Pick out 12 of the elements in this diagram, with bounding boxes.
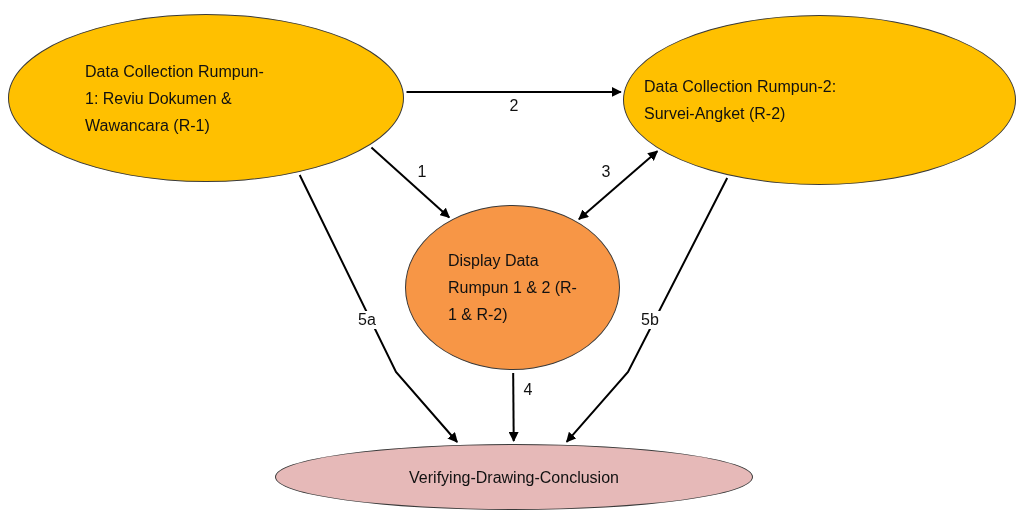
node-label: Verifying-Drawing-Conclusion	[409, 467, 619, 488]
arrow	[508, 372, 519, 442]
arrow	[370, 146, 451, 219]
arrow	[565, 177, 729, 443]
edge-label: 5a	[356, 311, 378, 329]
arrow	[577, 150, 659, 221]
arrow	[405, 86, 622, 97]
arrow	[298, 173, 459, 443]
node-label: Display Data Rumpun 1 & 2 (R-1 & R-2)	[448, 251, 578, 325]
edge-label: 5b	[639, 311, 661, 329]
node-label: Data Collection Rumpun-1: Reviu Dokumen & Wawancara (R-1)	[85, 61, 265, 136]
node-label: Data Collection Rumpun-2: Survei-Angket (R-2)	[644, 77, 838, 124]
